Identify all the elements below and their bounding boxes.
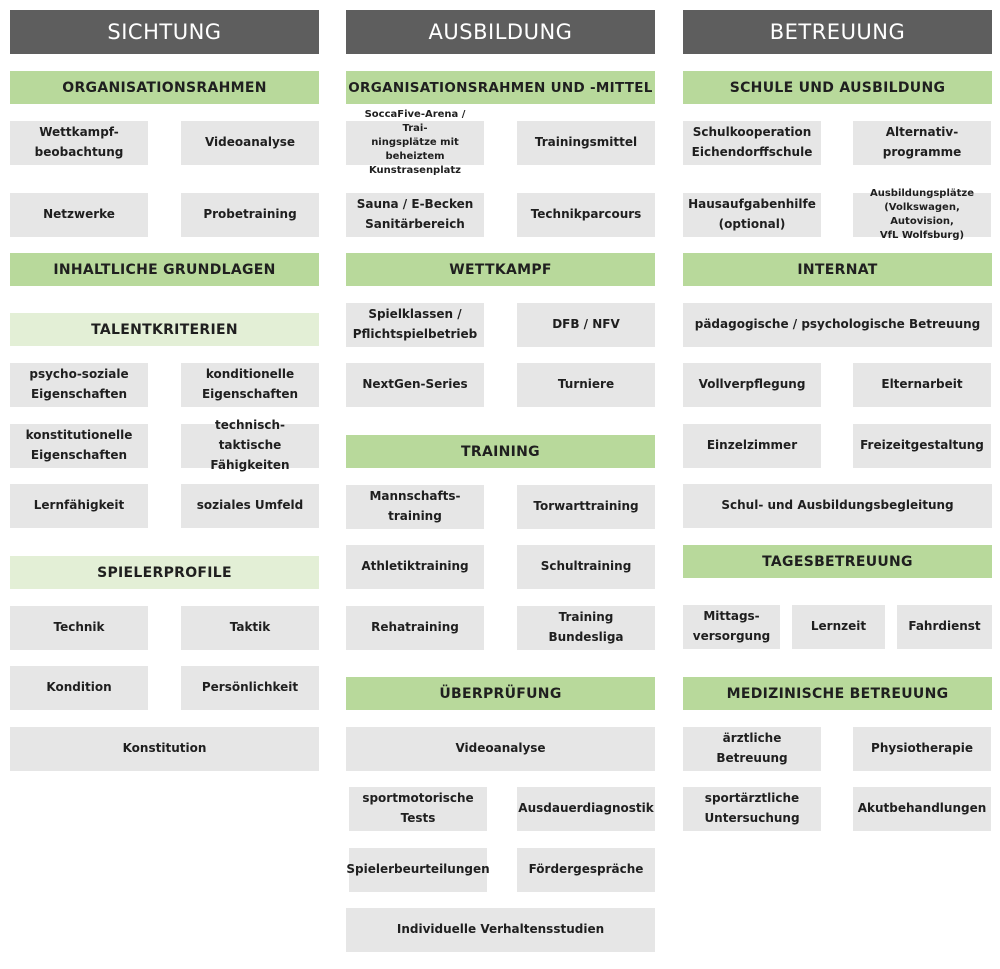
box-konstitution: Konstitution xyxy=(10,727,319,771)
column-header-betreuung: BETREUUNG xyxy=(683,10,992,54)
box-konstitutionelle-eigenschaften: konstitutionelle Eigenschaften xyxy=(10,424,148,468)
section-inhaltliche-grundlagen: INHALTLICHE GRUNDLAGEN xyxy=(10,253,319,286)
box-einzelzimmer: Einzelzimmer xyxy=(683,424,821,468)
box-mittagsversorgung: Mittags- versorgung xyxy=(683,605,780,649)
box-psycho-soziale-eigenschaften: psycho-soziale Eigenschaften xyxy=(10,363,148,407)
box-probetraining: Probetraining xyxy=(181,193,319,237)
box-videoanalyse-ueberpruefung: Videoanalyse xyxy=(346,727,655,771)
box-lernfaehigkeit: Lernfähigkeit xyxy=(10,484,148,528)
box-individuelle-verhaltensstudien: Individuelle Verhaltensstudien xyxy=(346,908,655,952)
box-videoanalyse: Videoanalyse xyxy=(181,121,319,165)
box-taktik: Taktik xyxy=(181,606,319,650)
box-soccafive-arena: SoccaFive-Arena / Trai- ningsplätze mit … xyxy=(346,109,484,176)
box-paedagogische-betreuung: pädagogische / psychologische Betreuung xyxy=(683,303,992,347)
box-nextgen-series: NextGen-Series xyxy=(346,363,484,407)
box-spielklassen: Spielklassen / Pflichtspielbetrieb xyxy=(346,303,484,347)
box-schulkooperation: Schulkooperation Eichendorffschule xyxy=(683,121,821,165)
box-vollverpflegung: Vollverpflegung xyxy=(683,363,821,407)
box-mannschaftstraining: Mannschafts- training xyxy=(346,485,484,529)
box-sportaerztliche-untersuchung: sportärztliche Untersuchung xyxy=(683,787,821,831)
box-sauna-sanitaerbereich: Sauna / E-Becken Sanitärbereich xyxy=(346,193,484,237)
box-physiotherapie: Physiotherapie xyxy=(853,727,991,771)
box-netzwerke: Netzwerke xyxy=(10,193,148,237)
subsection-spielerprofile: SPIELERPROFILE xyxy=(10,556,319,589)
box-fahrdienst: Fahrdienst xyxy=(897,605,992,649)
box-alternativprogramme: Alternativ- programme xyxy=(853,121,991,165)
section-internat: INTERNAT xyxy=(683,253,992,286)
column-header-sichtung: SICHTUNG xyxy=(10,10,319,54)
box-athletiktraining: Athletiktraining xyxy=(346,545,484,589)
box-elternarbeit: Elternarbeit xyxy=(853,363,991,407)
box-technik: Technik xyxy=(10,606,148,650)
section-tagesbetreuung: TAGESBETREUUNG xyxy=(683,545,992,578)
box-rehatraining: Rehatraining xyxy=(346,606,484,650)
section-ueberpruefung: ÜBERPRÜFUNG xyxy=(346,677,655,710)
section-training: TRAINING xyxy=(346,435,655,468)
box-aerztliche-betreuung: ärztliche Betreuung xyxy=(683,727,821,771)
box-foerdergespraeche: Fördergespräche xyxy=(517,848,655,892)
section-medizinische-betreuung: MEDIZINISCHE BETREUUNG xyxy=(683,677,992,710)
section-organisationsrahmen-und-mittel: ORGANISATIONSRAHMEN UND -MITTEL xyxy=(346,71,655,104)
box-torwarttraining: Torwarttraining xyxy=(517,485,655,529)
box-schultraining: Schultraining xyxy=(517,545,655,589)
box-turniere: Turniere xyxy=(517,363,655,407)
box-ausdauerdiagnostik: Ausdauerdiagnostik xyxy=(517,787,655,831)
box-spielerbeurteilungen: Spielerbeurteilungen xyxy=(346,848,490,892)
box-konditionelle-eigenschaften: konditionelle Eigenschaften xyxy=(181,363,319,407)
box-soziales-umfeld: soziales Umfeld xyxy=(181,484,319,528)
box-technisch-taktische-faehigkeiten: technisch-taktische Fähigkeiten xyxy=(181,418,319,472)
box-schul-und-ausbildungsbegleitung: Schul- und Ausbildungsbegleitung xyxy=(683,484,992,528)
box-ausbildungsplaetze: Ausbildungsplätze (Volkswagen, Autovisio… xyxy=(853,188,991,241)
box-sportmotorische-tests: sportmotorische Tests xyxy=(349,787,487,831)
section-organisationsrahmen: ORGANISATIONSRAHMEN xyxy=(10,71,319,104)
section-schule-und-ausbildung: SCHULE UND AUSBILDUNG xyxy=(683,71,992,104)
box-wettkampfbeobachtung: Wettkampf- beobachtung xyxy=(10,121,148,165)
box-akutbehandlungen: Akutbehandlungen xyxy=(853,787,991,831)
column-header-ausbildung: AUSBILDUNG xyxy=(346,10,655,54)
subsection-talentkriterien: TALENTKRITERIEN xyxy=(10,313,319,346)
section-wettkampf: WETTKAMPF xyxy=(346,253,655,286)
box-kondition: Kondition xyxy=(10,666,148,710)
box-hausaufgabenhilfe: Hausaufgabenhilfe (optional) xyxy=(683,193,821,237)
box-dfb-nfv: DFB / NFV xyxy=(517,303,655,347)
box-training-bundesliga: Training Bundesliga xyxy=(517,606,655,650)
box-technikparcours: Technikparcours xyxy=(517,193,655,237)
box-freizeitgestaltung: Freizeitgestaltung xyxy=(853,424,991,468)
box-lernzeit: Lernzeit xyxy=(792,605,885,649)
box-persoenlichkeit: Persönlichkeit xyxy=(181,666,319,710)
box-trainingsmittel: Trainingsmittel xyxy=(517,121,655,165)
